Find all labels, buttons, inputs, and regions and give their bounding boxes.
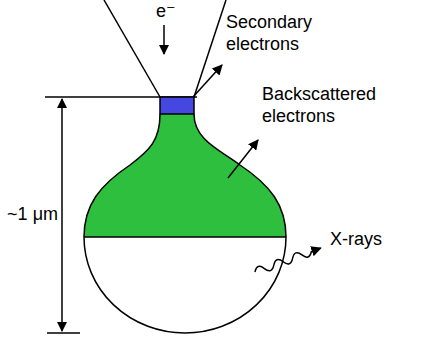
beam-edge — [194, 0, 226, 97]
backscatter-arrow — [228, 140, 258, 178]
signal-label: Backscattered electrons — [262, 84, 412, 127]
dimension-line — [61, 99, 63, 331]
electron-label: e⁻ — [156, 1, 176, 23]
signal-label: X-rays — [330, 229, 382, 251]
signal-label: Secondary electrons — [226, 12, 336, 55]
backscatter-region — [84, 114, 286, 237]
secondary-arrow — [193, 65, 222, 97]
xray-wave — [254, 244, 323, 275]
beam-edge — [104, 0, 160, 97]
dimension-label: ~1 μm — [7, 204, 58, 226]
region-boundary — [84, 236, 286, 238]
dimension-tick — [47, 332, 80, 334]
beam-arrow — [163, 25, 165, 54]
secondary-region — [160, 97, 194, 114]
interaction-volume-outline — [84, 114, 286, 333]
